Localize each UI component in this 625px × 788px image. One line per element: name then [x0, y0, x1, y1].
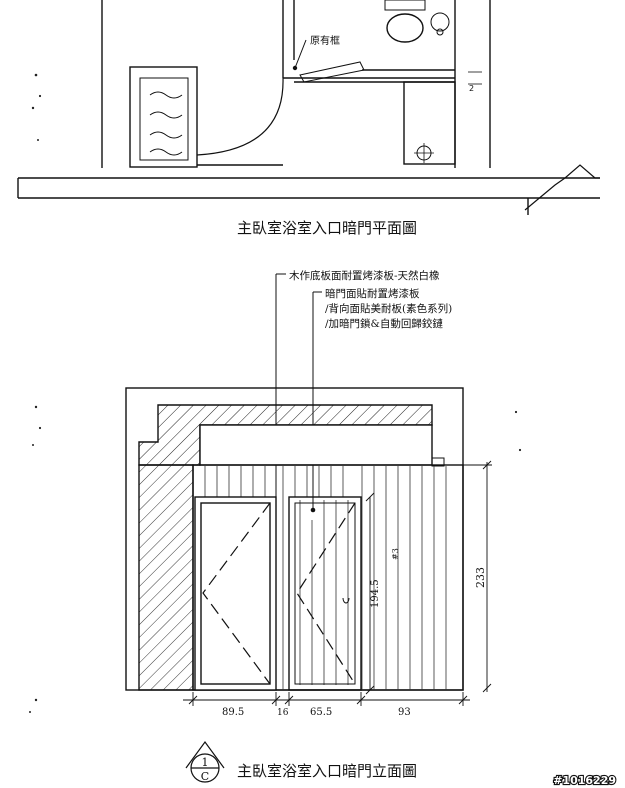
note-line-3: /背向面貼美耐板(素色系列)	[325, 302, 452, 315]
note-line-1: 木作底板面耐置烤漆板-天然白橡	[289, 269, 440, 282]
note-line-4: /加暗門鎖&自動回歸鉸鏈	[325, 317, 443, 330]
elevation-cladding-lines	[204, 466, 447, 690]
plan-view	[17, 0, 600, 215]
dim-194-5: 194.5	[370, 579, 381, 608]
dim-65-5: 65.5	[310, 707, 332, 718]
section-symbol-letter: C	[201, 770, 209, 783]
section-symbol	[185, 740, 225, 783]
elevation-dimensions	[183, 460, 492, 706]
plan-door-swing	[196, 77, 284, 156]
scan-specks	[29, 73, 522, 713]
lock-mark: #3	[391, 548, 400, 560]
elevation-view	[125, 387, 464, 691]
watermark-stamp: #1016229	[553, 774, 616, 787]
plan-wardrobe	[129, 66, 198, 168]
plan-dim-small: 2	[469, 84, 474, 93]
elevation-left-door	[194, 496, 277, 691]
plan-title: 主臥室浴室入口暗門平面圖	[237, 219, 417, 237]
elevation-hidden-door	[288, 496, 362, 691]
note-line-2: 暗門面貼耐置烤漆板	[325, 287, 420, 300]
dim-89-5: 89.5	[222, 707, 244, 718]
dim-16: 16	[277, 708, 289, 718]
elevation-left-column	[138, 464, 194, 691]
plan-existing-frame-label: 原有框	[310, 34, 340, 47]
dim-93: 93	[398, 707, 411, 718]
dim-233: 233	[474, 567, 487, 588]
plan-toilet	[386, 13, 424, 43]
elevation-title: 主臥室浴室入口暗門立面圖	[237, 762, 417, 780]
section-symbol-number: 1	[202, 756, 209, 769]
plan-vanity	[403, 81, 456, 165]
